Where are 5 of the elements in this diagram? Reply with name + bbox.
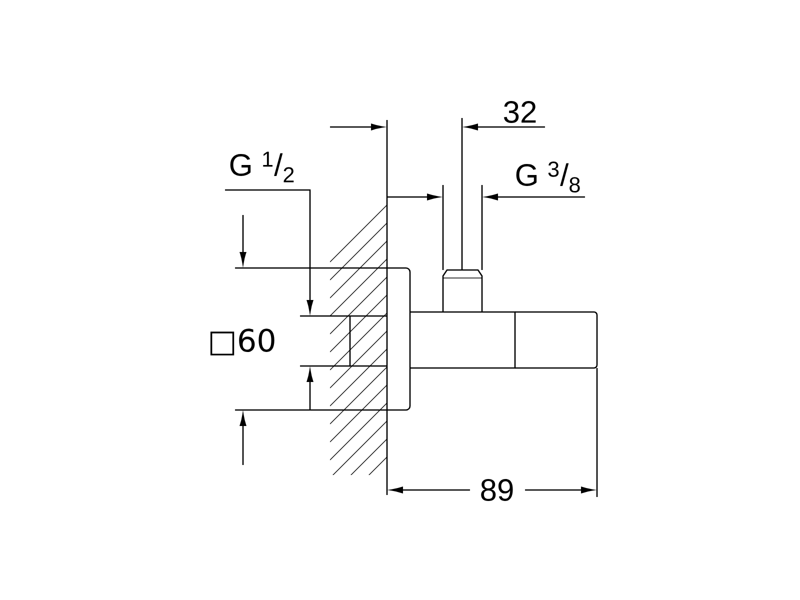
dimension-label: G $^{1}$/$_{2}$ <box>230 152 294 182</box>
dimension-label: 89 <box>481 479 513 501</box>
dimension-label: □60 <box>210 328 274 356</box>
dimension-label: 32 <box>504 101 536 123</box>
dimension-label: G $^{3}$/$_{8}$ <box>516 162 580 192</box>
